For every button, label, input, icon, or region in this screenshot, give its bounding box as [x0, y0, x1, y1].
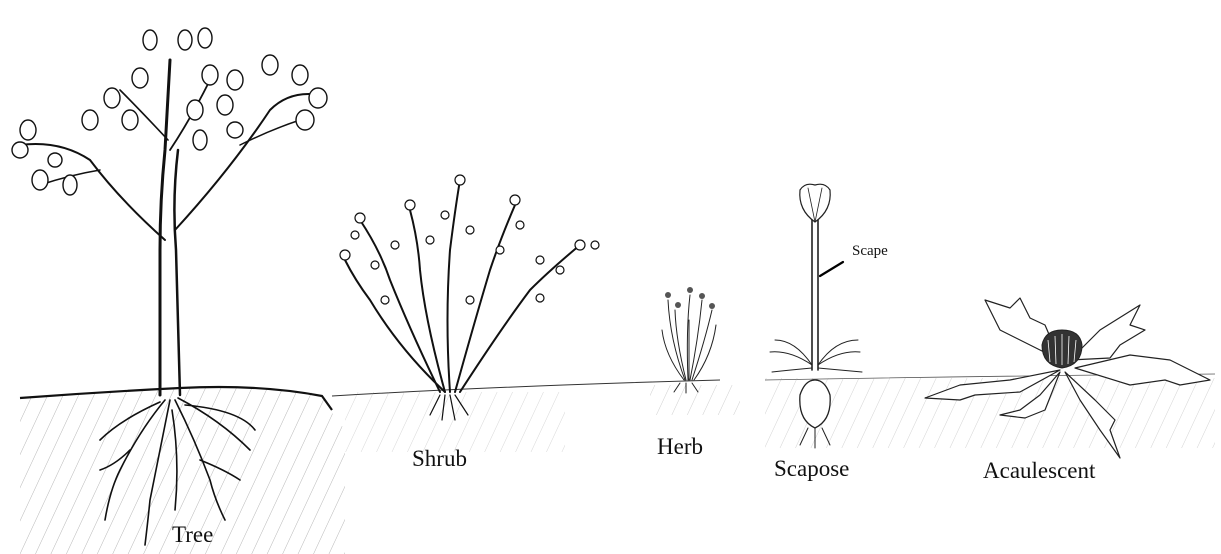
label-scape: Scape: [852, 243, 888, 260]
scape-pointer-line: [820, 262, 843, 276]
label-acaulescent: Acaulescent: [983, 458, 1095, 484]
label-herb: Herb: [657, 434, 703, 460]
shrub-drawing: [340, 175, 599, 420]
label-shrub: Shrub: [412, 446, 467, 472]
label-scapose: Scapose: [774, 456, 849, 482]
label-tree: Tree: [172, 522, 213, 548]
herb-drawing: [662, 287, 716, 393]
